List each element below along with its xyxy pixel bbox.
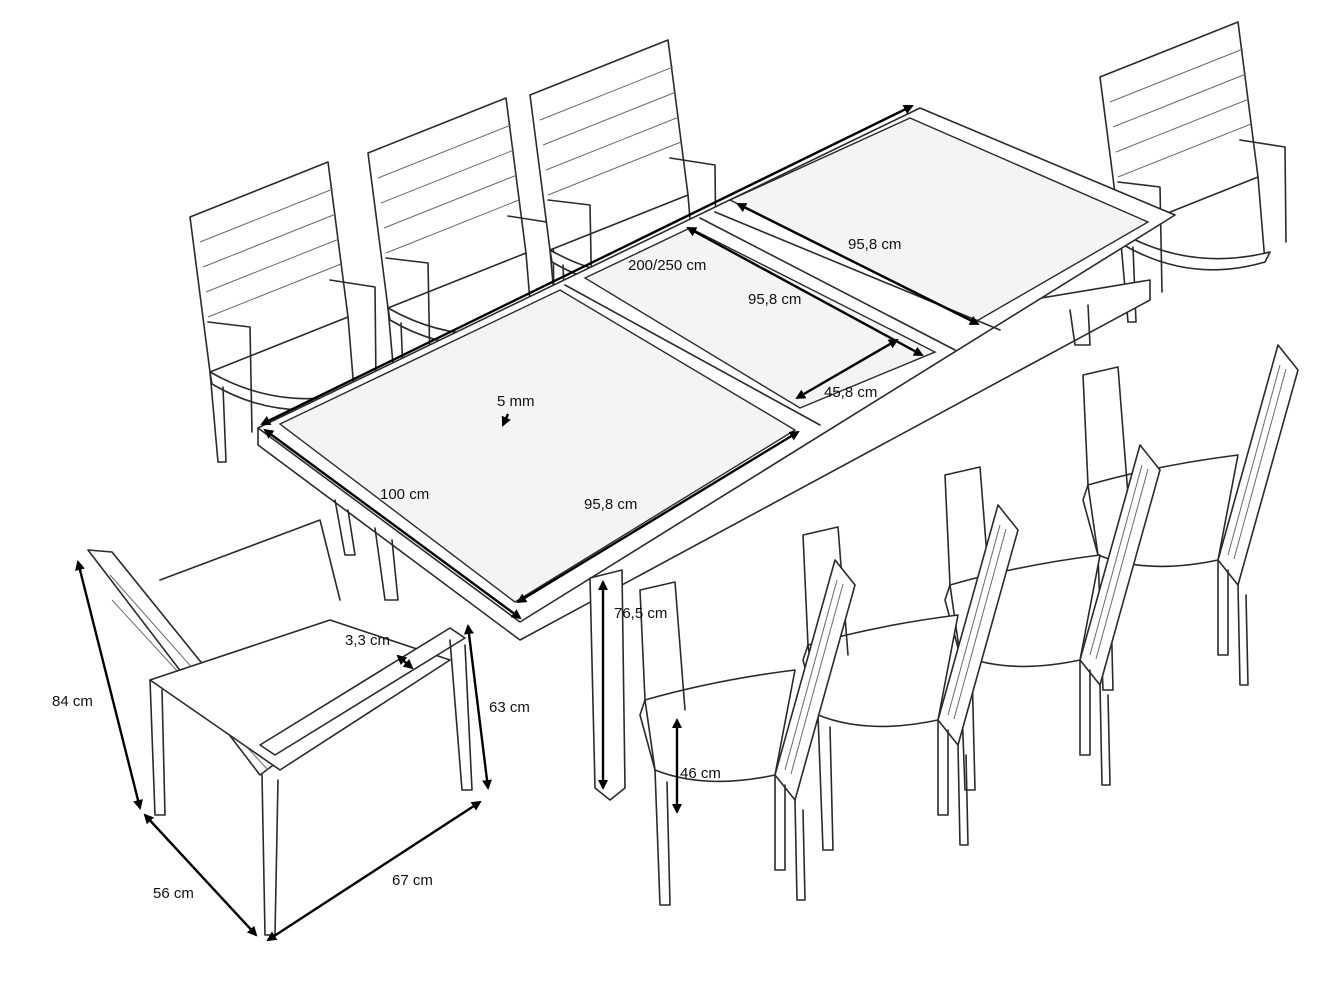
chair-right-1 xyxy=(1082,344,1299,691)
label-chair-depth: 56 cm xyxy=(153,885,194,902)
dim-arrow-chair-width xyxy=(266,800,482,942)
label-glass-thickness: 5 mm xyxy=(497,393,535,410)
chair-right-3 xyxy=(802,504,1019,851)
label-right-panel-width: 95,8 cm xyxy=(848,236,902,253)
dim-arrow-width xyxy=(263,428,522,620)
label-middle-panel-width: 95,8 cm xyxy=(748,291,802,308)
dim-arrow-front-panel xyxy=(516,430,800,604)
label-table-length: 200/250 cm xyxy=(628,257,707,274)
dim-arrow-leaf xyxy=(795,338,899,400)
chair-front-left xyxy=(87,519,473,936)
label-frame-thickness: 3,3 cm xyxy=(345,632,391,649)
dim-arrow-chair-height xyxy=(75,560,143,810)
chair-back-4 xyxy=(1099,21,1287,323)
dim-arrow-frame xyxy=(396,654,414,670)
label-chair-width: 67 cm xyxy=(392,872,433,889)
dimension-arrows xyxy=(75,104,980,942)
dim-arrow-armrest xyxy=(464,624,492,790)
chair-right-4 xyxy=(639,559,856,906)
label-table-width: 100 cm xyxy=(380,486,430,503)
label-chair-height: 84 cm xyxy=(52,693,93,710)
dim-arrow-glass xyxy=(501,413,511,427)
dim-arrow-length xyxy=(260,104,914,426)
label-extension-leaf: 45,8 cm xyxy=(824,384,878,401)
label-armrest-height: 63 cm xyxy=(489,699,530,716)
dim-arrow-middle-panel xyxy=(686,226,924,357)
label-table-height: 76,5 cm xyxy=(614,605,668,622)
label-front-panel-width: 95,8 cm xyxy=(584,496,638,513)
dim-arrow-chair-depth xyxy=(143,813,258,937)
label-seat-height: 46 cm xyxy=(680,765,721,782)
